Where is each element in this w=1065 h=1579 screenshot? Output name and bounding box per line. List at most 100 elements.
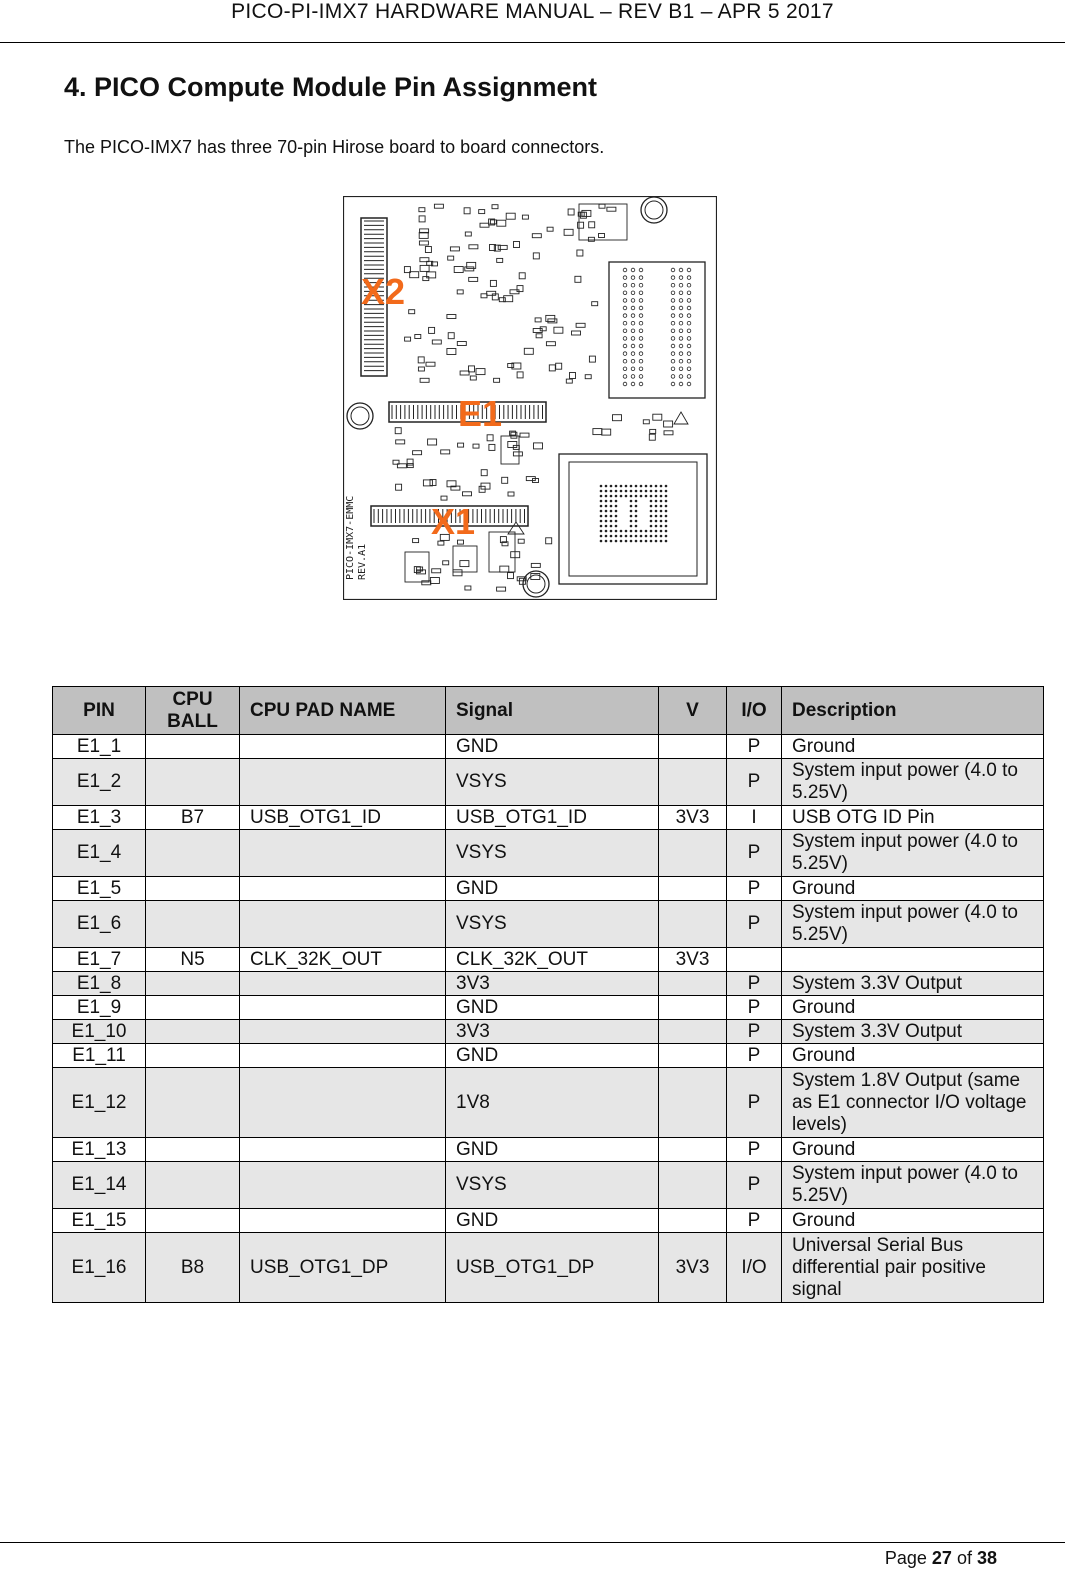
cell-io: P [726, 876, 782, 901]
header-io: I/O [726, 686, 782, 735]
cell-io: P [726, 829, 782, 877]
cell-io: P [726, 758, 782, 806]
connector-x1-pins [373, 509, 525, 523]
cell-description: Ground [781, 1043, 1044, 1068]
pin-assignment-table: PIN CPU BALL CPU PAD NAME Signal V I/O D… [52, 686, 1044, 1303]
cell-pin: E1_6 [52, 900, 146, 948]
cell-cpu-pad [239, 829, 446, 877]
cell-voltage [658, 995, 727, 1020]
cell-ball [145, 1208, 240, 1233]
running-header: PICO-PI-IMX7 HARDWARE MANUAL – REV B1 – … [0, 0, 1065, 43]
cell-voltage [658, 758, 727, 806]
cell-cpu-pad [239, 1043, 446, 1068]
cell-signal: 3V3 [445, 1019, 659, 1044]
silkscreen-rev: REV.A1 [357, 544, 368, 580]
cell-ball [145, 995, 240, 1020]
cell-io: P [726, 1161, 782, 1209]
header-voltage: V [658, 686, 727, 735]
cell-voltage [658, 1019, 727, 1044]
cell-ball [145, 1043, 240, 1068]
cell-ball: B8 [145, 1232, 240, 1303]
cell-io: P [726, 1137, 782, 1162]
cell-description: System 1.8V Output (same as E1 connector… [781, 1067, 1044, 1138]
intro-paragraph: The PICO-IMX7 has three 70-pin Hirose bo… [64, 137, 605, 157]
cell-signal: VSYS [445, 1161, 659, 1209]
cell-cpu-pad [239, 1208, 446, 1233]
cell-voltage: 3V3 [658, 805, 727, 830]
cell-ball [145, 1161, 240, 1209]
cell-cpu-pad [239, 876, 446, 901]
cell-io: P [726, 734, 782, 759]
label-x1: X1 [431, 501, 475, 542]
passive-components [392, 203, 689, 592]
cell-io: I [726, 805, 782, 830]
cell-signal: GND [445, 734, 659, 759]
cell-description: System 3.3V Output [781, 1019, 1044, 1044]
cell-cpu-pad [239, 734, 446, 759]
cell-cpu-pad: USB_OTG1_DP [239, 1232, 446, 1303]
cell-voltage [658, 1208, 727, 1233]
cell-description [781, 947, 1044, 972]
board-diagram: PICO-IMX7-EMMC REV.A1 X2 E1 X1 [343, 196, 717, 600]
cell-voltage [658, 734, 727, 759]
cell-cpu-pad [239, 1161, 446, 1209]
mounting-hole-top-right-inner [644, 200, 664, 220]
cell-signal: VSYS [445, 758, 659, 806]
cell-ball [145, 758, 240, 806]
connector-x1-outline [370, 505, 529, 527]
cell-description: System 3.3V Output [781, 971, 1044, 996]
cell-io: P [726, 1019, 782, 1044]
header-signal: Signal [445, 686, 659, 735]
cell-pin: E1_5 [52, 876, 146, 901]
cell-pin: E1_3 [52, 805, 146, 830]
soc-chip-balls [599, 484, 668, 543]
cell-ball [145, 876, 240, 901]
cell-voltage [658, 876, 727, 901]
board-figure: PICO-IMX7-EMMC REV.A1 X2 E1 X1 [343, 196, 717, 600]
cell-signal: GND [445, 995, 659, 1020]
mounting-hole-bottom-inner [526, 574, 546, 594]
cell-signal: VSYS [445, 829, 659, 877]
soc-chip-inner [568, 461, 698, 577]
cell-pin: E1_16 [52, 1232, 146, 1303]
cell-io [726, 947, 782, 972]
cell-description: System input power (4.0 to 5.25V) [781, 900, 1044, 948]
cell-signal: GND [445, 1208, 659, 1233]
cell-cpu-pad [239, 900, 446, 948]
cell-cpu-pad [239, 1019, 446, 1044]
cell-pin: E1_12 [52, 1067, 146, 1138]
cell-io: P [726, 900, 782, 948]
cell-io: P [726, 1043, 782, 1068]
cell-description: System input power (4.0 to 5.25V) [781, 758, 1044, 806]
cell-voltage [658, 1161, 727, 1209]
cell-signal: 3V3 [445, 971, 659, 996]
cell-voltage: 3V3 [658, 1232, 727, 1303]
cell-cpu-pad: CLK_32K_OUT [239, 947, 446, 972]
cell-pin: E1_2 [52, 758, 146, 806]
cell-pin: E1_11 [52, 1043, 146, 1068]
cell-description: USB OTG ID Pin [781, 805, 1044, 830]
memory-chip [608, 261, 706, 399]
connector-x2-pins [364, 220, 384, 372]
cell-voltage [658, 900, 727, 948]
cell-description: Universal Serial Bus differential pair p… [781, 1232, 1044, 1303]
cell-signal: GND [445, 1043, 659, 1068]
cell-cpu-pad [239, 995, 446, 1020]
cell-signal: USB_OTG1_DP [445, 1232, 659, 1303]
cell-io: P [726, 995, 782, 1020]
cell-description: Ground [781, 1208, 1044, 1233]
section-title: 4. PICO Compute Module Pin Assignment [64, 72, 598, 102]
cell-pin: E1_7 [52, 947, 146, 972]
cell-io: P [726, 971, 782, 996]
